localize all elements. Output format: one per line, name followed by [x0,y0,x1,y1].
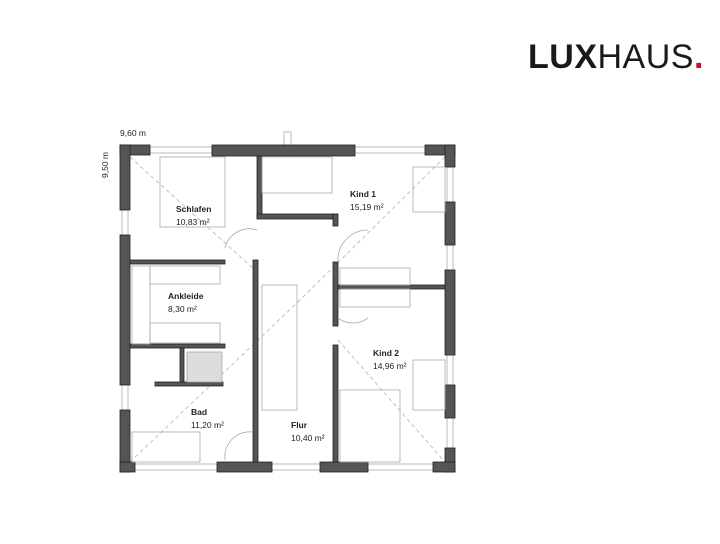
room-name: Bad [191,407,207,417]
room-area: 14,96 m² [373,361,407,371]
logo-dot: . [693,38,704,76]
room-area: 10,83 m² [176,217,210,227]
room-kind-1: Kind 1 15,19 m² [350,189,384,212]
room-diagonals [129,156,446,463]
width-dimension: 9,60 m [120,128,146,138]
logo-bold: LUX [528,38,598,76]
windows [121,131,454,471]
room-flur: Flur 10,40 m² [291,420,325,443]
room-name: Flur [291,420,308,430]
room-name: Ankleide [168,291,204,301]
room-area: 10,40 m² [291,433,325,443]
room-schlafen: Schlafen 10,83 m² [176,204,211,227]
room-name: Kind 1 [350,189,376,199]
logo-light: HAUS [597,38,694,76]
room-area: 8,30 m² [168,304,197,314]
room-name: Schlafen [176,204,211,214]
fixtures [131,156,446,463]
room-name: Kind 2 [373,348,399,358]
room-kind-2: Kind 2 14,96 m² [373,348,407,371]
luxhaus-logo: LUXHAUS. [528,38,704,77]
room-area: 11,20 m² [191,420,224,430]
room-area: 15,19 m² [350,202,384,212]
depth-dimension: 9,50 m [100,152,110,178]
walls [119,144,456,473]
room-ankleide: Ankleide 8,30 m² [168,291,204,314]
room-bad: Bad 11,20 m² [191,407,224,430]
